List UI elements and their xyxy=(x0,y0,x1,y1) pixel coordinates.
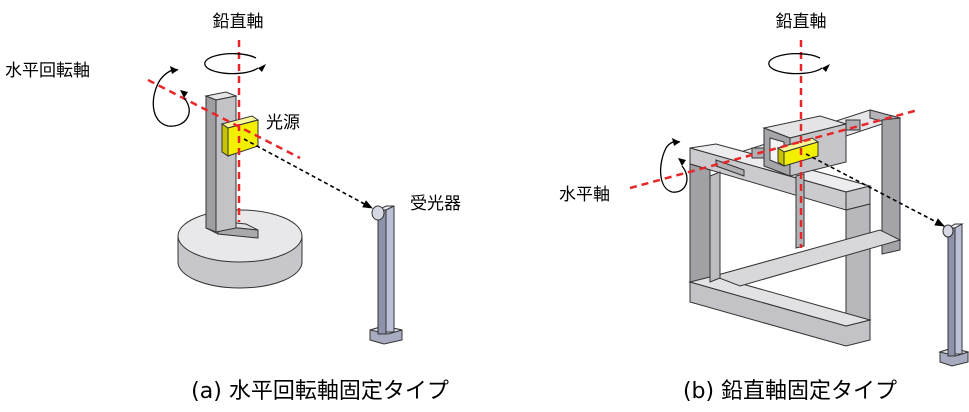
caption-a: (a) 水平回転軸固定タイプ xyxy=(191,379,449,404)
label-vertical-axis-b: 鉛直軸 xyxy=(776,12,827,32)
diagram-a: 鉛直軸 水平回転軸 光源 受光器 (a) 水平回転軸固定タイプ xyxy=(5,12,461,404)
receiver-b xyxy=(938,223,969,367)
column xyxy=(204,91,238,233)
light-ray-arrow-b xyxy=(805,153,945,227)
receiver-a xyxy=(369,205,403,345)
horizontal-rotation-axis-line xyxy=(147,78,301,160)
label-light-source: 光源 xyxy=(266,113,300,133)
horizontal-rotation-arrow-icon xyxy=(152,66,190,127)
light-ray-arrow xyxy=(243,138,373,209)
label-receiver: 受光器 xyxy=(410,194,461,214)
diagram-b: 鉛直軸 水平軸 (b) 鉛直軸固定タイプ xyxy=(559,12,969,404)
horizontal-axis-line-b xyxy=(629,108,919,190)
label-vertical-axis-a: 鉛直軸 xyxy=(213,12,264,32)
label-horizontal-rotation-axis: 水平回転軸 xyxy=(5,61,90,81)
horizontal-rotation-arrow-icon-b xyxy=(660,138,688,193)
outer-frame xyxy=(688,109,902,347)
light-source xyxy=(220,115,260,157)
label-horizontal-axis-b: 水平軸 xyxy=(559,185,610,205)
caption-b: (b) 鉛直軸固定タイプ xyxy=(683,379,897,404)
vertical-rotation-arrow-icon xyxy=(204,52,266,75)
vertical-rotation-arrow-icon-b xyxy=(768,52,830,75)
